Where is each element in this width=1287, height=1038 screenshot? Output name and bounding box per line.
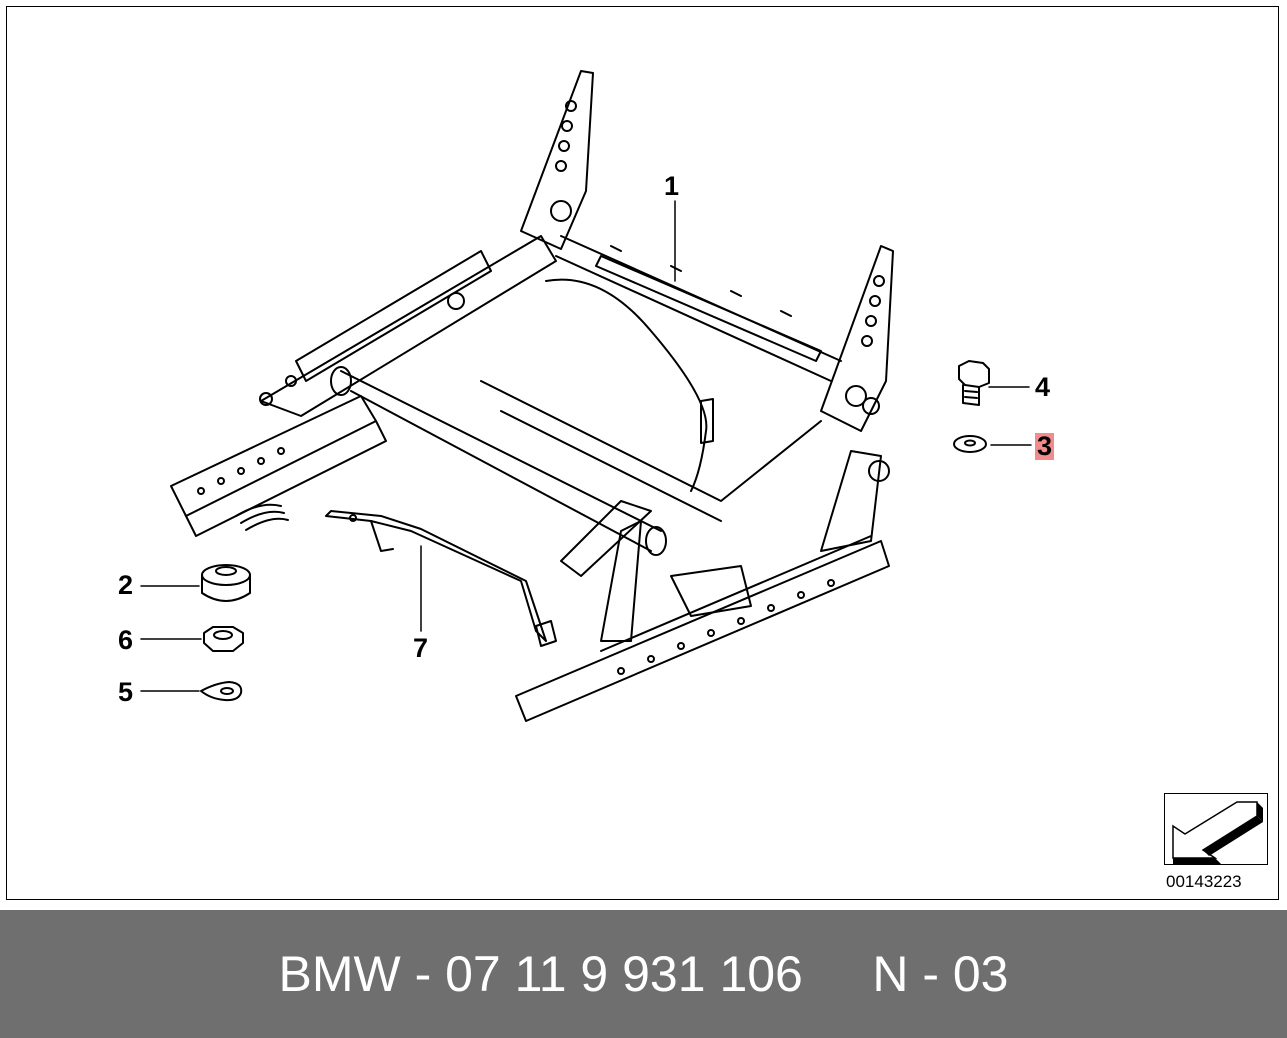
part-number-caption: BMW - 07 11 9 931 106 N - 03 [278, 946, 1009, 1002]
front-cross-tube [340, 370, 662, 552]
seat-frame-diagram [140, 70, 1032, 722]
navigation-arrow-button[interactable] [1164, 793, 1268, 865]
diagram-id: 00143223 [1166, 872, 1242, 891]
left-backrest-bracket [520, 70, 594, 250]
right-backrest-bracket [820, 245, 894, 432]
clip-icon [200, 681, 243, 702]
rear-cross-tube [555, 235, 842, 382]
left-side-member [260, 235, 557, 417]
washer-icon [953, 435, 987, 453]
bolt-icon [958, 360, 990, 406]
footer-bar: BMW - 07 11 9 931 106 N - 03 [0, 910, 1287, 1038]
diagram-frame: 1 2 3 4 5 6 7 00143223 [6, 6, 1279, 900]
cable [545, 278, 708, 492]
right-slide-rail [515, 535, 890, 722]
nut-icon [203, 626, 244, 652]
callout-1: 1 [664, 171, 680, 201]
callout-7: 7 [413, 633, 429, 663]
callout-3: 3 [1035, 431, 1055, 461]
callout-2: 2 [118, 570, 134, 600]
callout-5: 5 [118, 677, 134, 707]
bracket-part-7 [325, 510, 557, 647]
left-slide-rail [170, 395, 387, 537]
callout-6: 6 [118, 625, 134, 655]
callout-4: 4 [1035, 372, 1051, 402]
arrow-down-left-icon [1172, 801, 1263, 864]
leader-lines [140, 200, 1032, 692]
bushing-icon [201, 564, 251, 602]
